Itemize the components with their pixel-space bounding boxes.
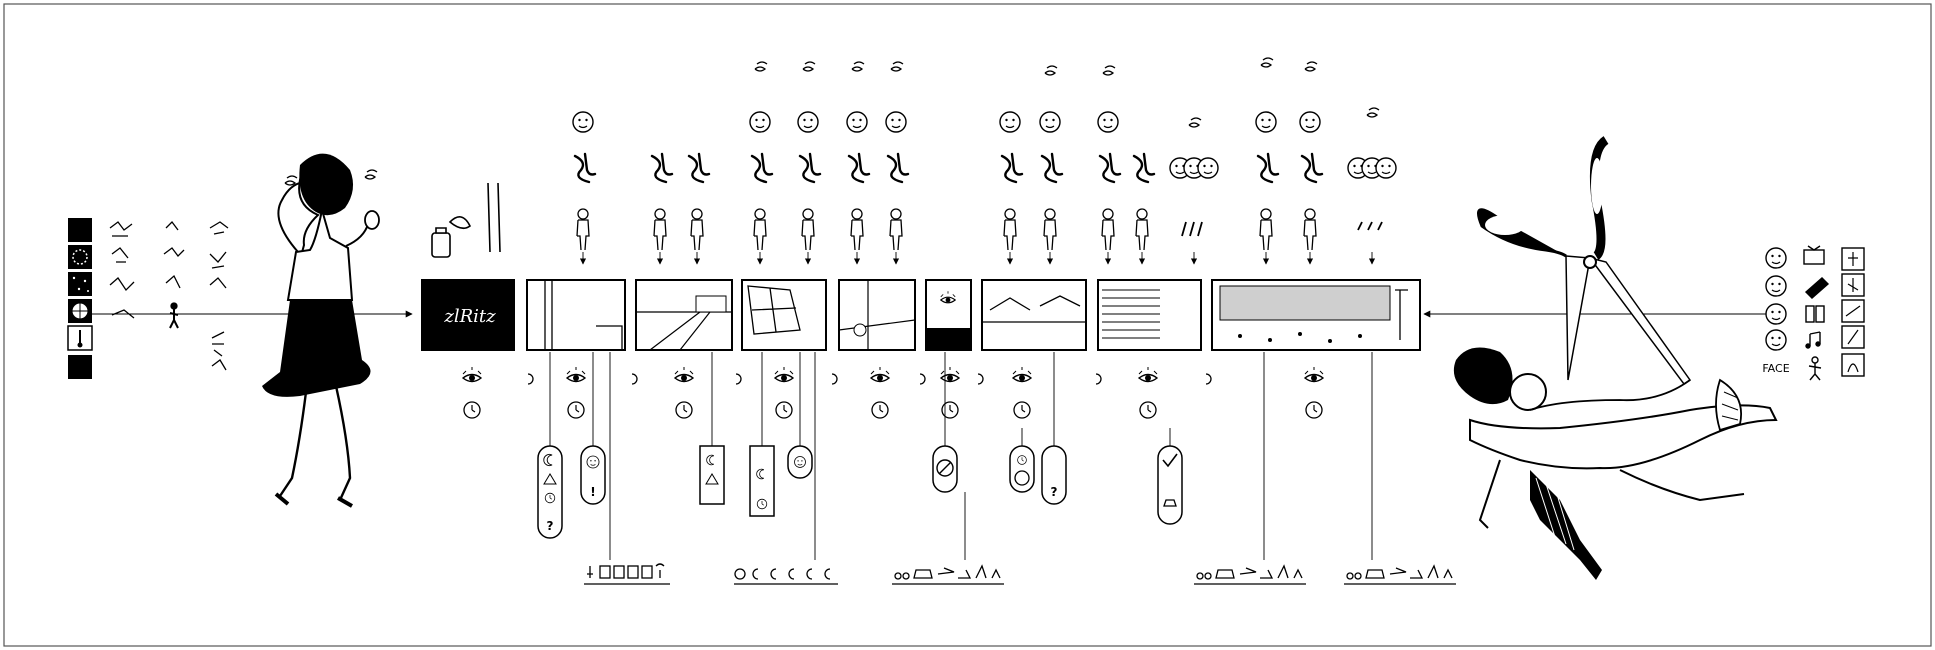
walking-figure-glyph <box>169 302 179 329</box>
starburst-icon <box>68 245 92 269</box>
gesture-glyph <box>209 221 229 371</box>
group-transport-3 <box>1344 564 1456 585</box>
panel-street <box>635 279 733 351</box>
zigzag-glyph <box>163 221 185 289</box>
star-field-icon <box>68 272 92 296</box>
outer-frame <box>3 3 1932 647</box>
panel-blinds <box>1097 279 1202 351</box>
smiley-face-icon <box>1765 329 1787 351</box>
panel-eye-sea <box>925 279 972 351</box>
globe-icon <box>68 299 92 323</box>
girl-face-icon <box>1765 247 1787 269</box>
chip-moon-sail-clock <box>537 445 563 539</box>
callout-chips: ? ! ? <box>537 352 1373 560</box>
panel-landscape <box>1211 279 1421 351</box>
film-strip-icon <box>1804 277 1830 299</box>
chip-question-2: ? <box>1051 485 1058 499</box>
eye-clock-row <box>462 366 1324 419</box>
chip-no-face <box>932 445 958 493</box>
character-rows <box>572 57 1397 265</box>
thermometer-icon <box>67 325 93 351</box>
dancing-figure-icon <box>1808 356 1822 381</box>
group-communication <box>584 563 670 585</box>
tv-icon <box>1803 245 1825 265</box>
calm-face-icon <box>1765 303 1787 325</box>
panel-figure-5 <box>1841 353 1865 377</box>
props-jar-and-brushes <box>431 182 501 258</box>
group-moon-phases <box>734 568 838 585</box>
scissors-illustration <box>1477 136 1692 386</box>
grinning-face-icon <box>1765 275 1787 297</box>
left-legend <box>67 218 93 379</box>
black-square-icon <box>68 355 92 379</box>
shatter-glyph <box>109 221 135 319</box>
chip-check-figure-car <box>1157 445 1183 525</box>
chip-exclamation: ! <box>590 485 595 499</box>
panel-logo: zlRitz <box>421 279 515 351</box>
left-glyph-columns <box>109 221 229 371</box>
chip-plane-moon <box>749 445 775 517</box>
logo-text: zlRitz <box>443 306 496 327</box>
panel-corner <box>838 279 916 351</box>
woman-illustration <box>262 153 380 508</box>
bottom-icon-groups <box>584 563 1456 585</box>
panel-building <box>741 279 827 351</box>
face-label: FACE <box>1762 362 1789 375</box>
black-square-icon <box>68 218 92 242</box>
group-transport-1 <box>892 564 1004 585</box>
chip-moon-sail-card <box>699 445 725 505</box>
panel-window <box>526 279 626 351</box>
panel-rooftops <box>981 279 1087 351</box>
chip-gesture-question <box>1041 445 1067 505</box>
film-strip: zlRitz <box>421 279 1421 351</box>
group-transport-2 <box>1194 564 1306 585</box>
lovers-illustration <box>1453 347 1778 580</box>
music-note-icon <box>1805 331 1821 349</box>
door-icon <box>1805 305 1825 323</box>
right-legend: FACE <box>1762 245 1865 381</box>
chip-question: ? <box>547 519 554 533</box>
